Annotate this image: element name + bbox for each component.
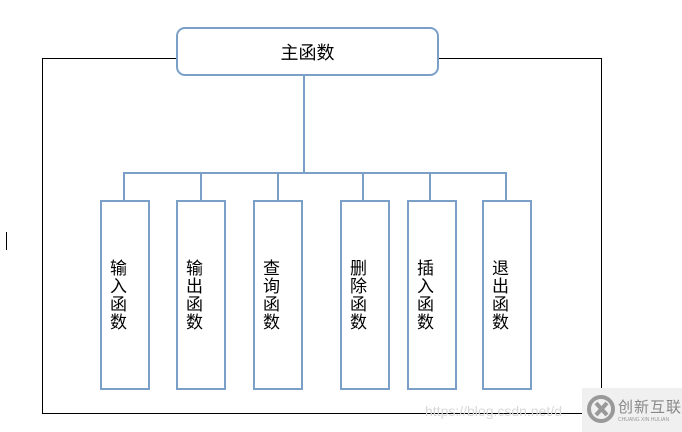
text-cursor xyxy=(6,232,7,250)
watermark-url: https://blog.csdn.net/d xyxy=(425,403,562,419)
main-function-label: 主函数 xyxy=(280,42,335,64)
function-label: 删除函数 xyxy=(350,259,367,333)
connector-drop xyxy=(277,172,279,200)
connector-drop xyxy=(429,172,431,200)
connector-drop xyxy=(123,172,125,200)
connector-drop xyxy=(362,172,364,200)
function-label: 退出函数 xyxy=(492,259,509,333)
logo-text-en: CHUANG XIN HULIAN xyxy=(618,417,670,423)
function-label: 输入函数 xyxy=(110,259,127,333)
function-label: 插入函数 xyxy=(417,259,434,333)
function-node-output: 输出函数 xyxy=(176,200,226,390)
function-node-exit: 退出函数 xyxy=(482,200,532,390)
logo-text-cn: 创新互联 xyxy=(618,398,682,416)
watermark-logo: 创新互联 CHUANG XIN HULIAN xyxy=(582,388,682,432)
function-node-query: 查询函数 xyxy=(253,200,303,390)
connector-main-trunk xyxy=(303,76,305,174)
function-node-input: 输入函数 xyxy=(100,200,150,390)
connector-drop xyxy=(200,172,202,200)
main-function-node: 主函数 xyxy=(176,27,439,76)
function-node-delete: 删除函数 xyxy=(340,200,390,390)
function-node-insert: 插入函数 xyxy=(407,200,457,390)
function-label: 查询函数 xyxy=(263,259,280,333)
connector-drop xyxy=(505,172,507,200)
connector-bus xyxy=(123,172,507,174)
function-label: 输出函数 xyxy=(186,259,203,333)
logo-icon xyxy=(587,395,615,423)
